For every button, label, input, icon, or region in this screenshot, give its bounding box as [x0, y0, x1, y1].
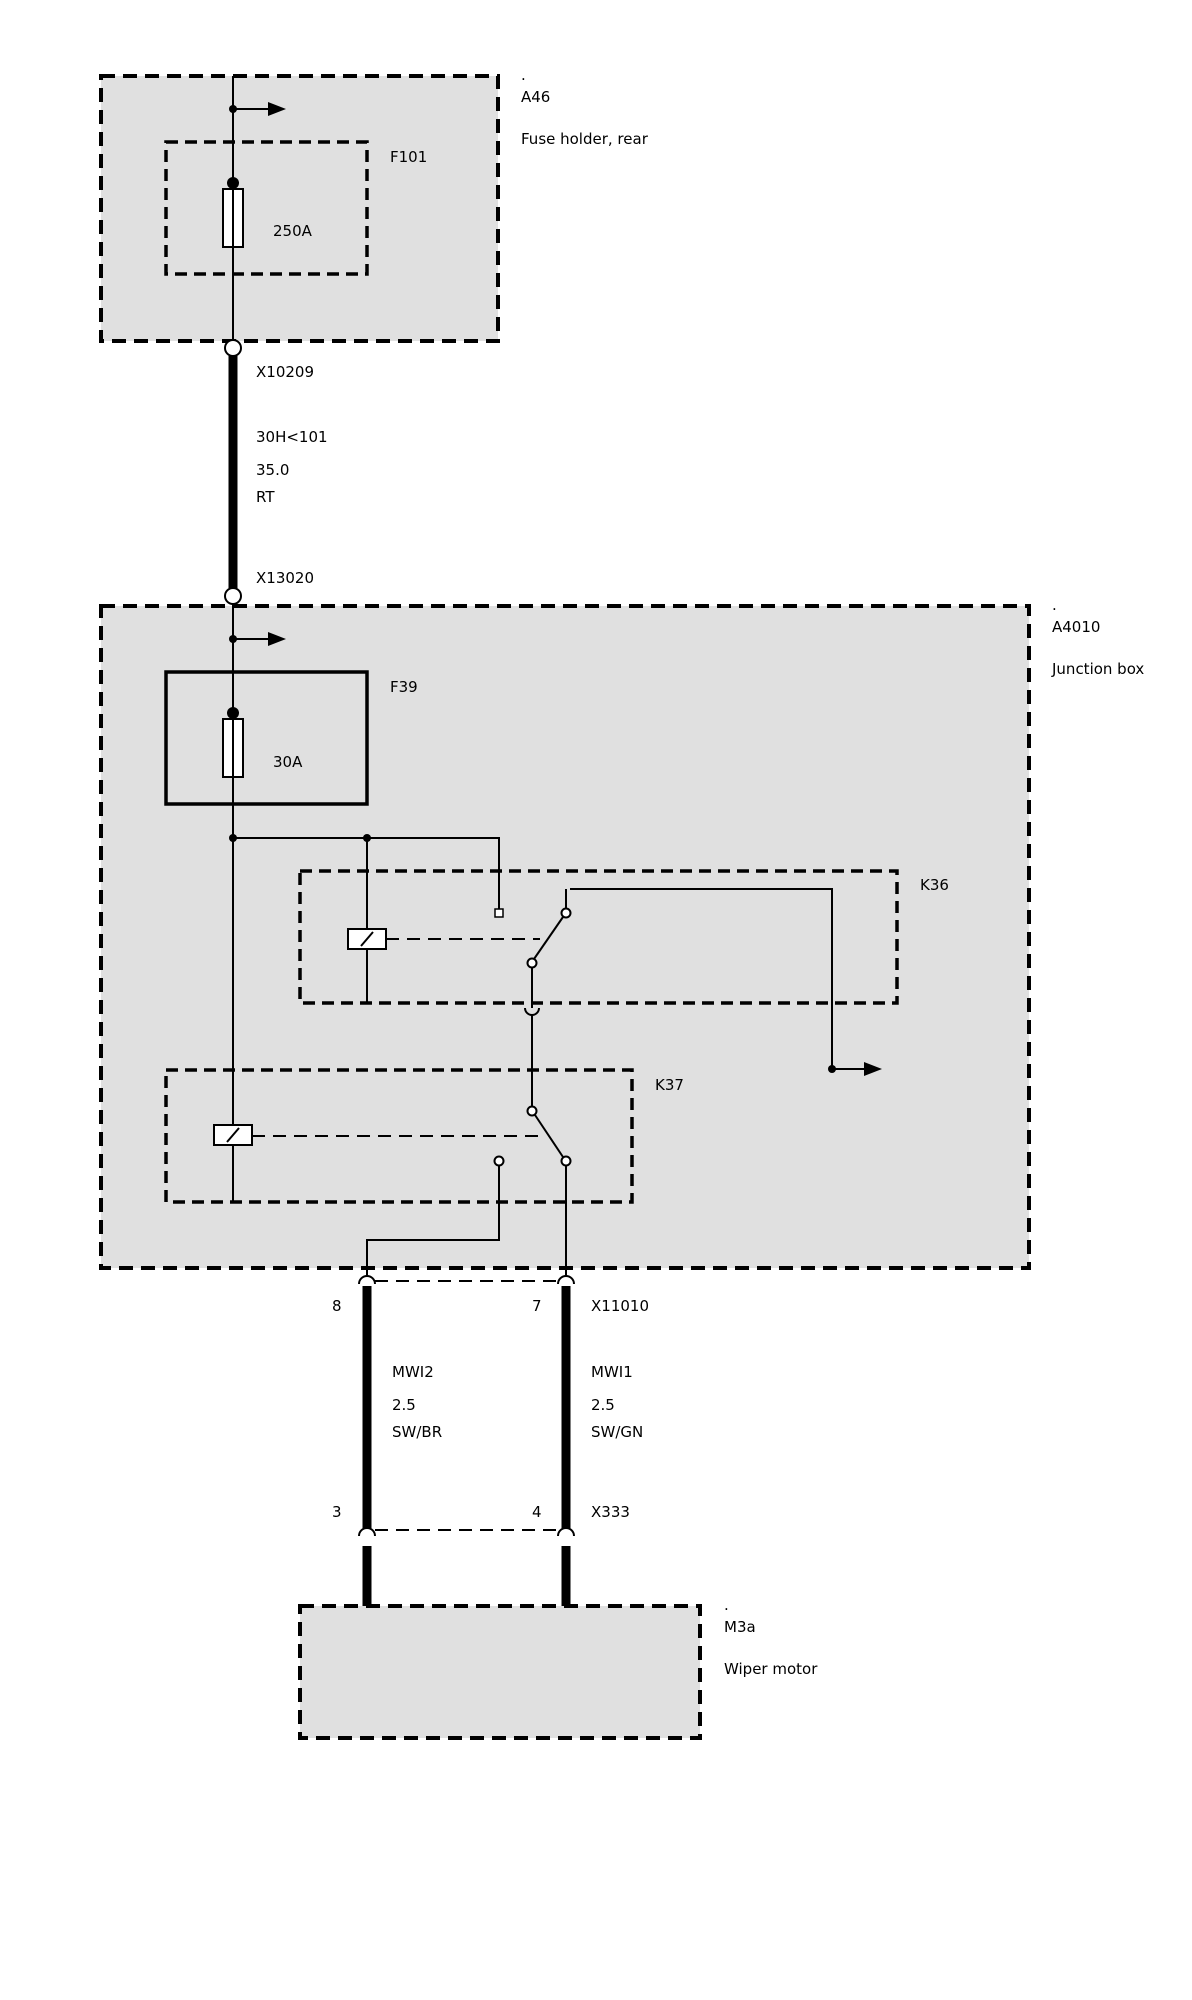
a4010-dot: . [1052, 596, 1057, 614]
k36-ref: K36 [920, 876, 949, 894]
k37-relay-box [164, 1068, 634, 1204]
f39-box [164, 670, 369, 806]
a4010-desc: Junction box [1051, 660, 1144, 678]
mwi1-gauge: 2.5 [591, 1396, 615, 1414]
x333-pin4: 4 [532, 1503, 542, 1521]
wiper-motor-box [298, 1604, 702, 1740]
x333-pin4-socket [557, 1527, 575, 1537]
k37-coil-slash [226, 1127, 240, 1143]
k37-ref: K37 [655, 1076, 684, 1094]
x13020-label: X13020 [256, 569, 314, 587]
k37-switch-blade [534, 1114, 564, 1158]
k37-nc-output-wire [366, 1166, 500, 1270]
k36-coil-slash [360, 931, 374, 947]
k36-common-contact [526, 957, 538, 969]
mwi2-gauge: 2.5 [392, 1396, 416, 1414]
x333-label: X333 [591, 1503, 630, 1521]
k36-continuation-arrow [864, 1062, 882, 1076]
x333-pin3-socket [358, 1527, 376, 1537]
k36-switch-blade [533, 916, 564, 960]
main-cable-color: RT [256, 488, 275, 506]
f101-box [164, 140, 369, 276]
main-cable-circuit: 30H<101 [256, 428, 328, 446]
m3a-ref: M3a [724, 1618, 756, 1636]
a4010-ref: A4010 [1052, 618, 1100, 636]
mwi2-color: SW/BR [392, 1423, 442, 1441]
a46-desc: Fuse holder, rear [521, 130, 649, 148]
f39-top-dot [227, 707, 239, 719]
x11010-pin8-socket [358, 1275, 376, 1285]
k37-common-contact [526, 1105, 538, 1117]
x11010-label: X11010 [591, 1297, 649, 1315]
k36-no-contact [560, 907, 572, 919]
x10209-connector [224, 339, 242, 357]
k36-feed-wire [233, 837, 500, 912]
x11010-pin7: 7 [532, 1297, 542, 1315]
x11010-pin8: 8 [332, 1297, 342, 1315]
f101-rating: 250A [273, 222, 313, 240]
k37-no-contact [560, 1155, 572, 1167]
x10209-label: X10209 [256, 363, 314, 381]
f101-ref: F101 [390, 148, 427, 166]
m3a-dot: . [724, 1596, 729, 1614]
k36-nc-contact [494, 908, 504, 918]
k36-output-wire [570, 888, 833, 1069]
f39-ref: F39 [390, 678, 418, 696]
k37-nc-contact [493, 1155, 505, 1167]
fuse-holder-rear-box [99, 74, 500, 343]
a46-dot: . [521, 66, 526, 84]
mwi2-circuit: MWI2 [392, 1363, 434, 1381]
a46-ref: A46 [521, 88, 550, 106]
mwi1-circuit: MWI1 [591, 1363, 633, 1381]
k36-relay-box [298, 869, 899, 1005]
main-cable-gauge: 35.0 [256, 461, 289, 479]
junction-continuation-arrow [268, 632, 286, 646]
x13020-connector [224, 587, 242, 605]
x333-pin3: 3 [332, 1503, 342, 1521]
m3a-desc: Wiper motor [724, 1660, 818, 1678]
mwi1-color: SW/GN [591, 1423, 643, 1441]
f39-rating: 30A [273, 753, 303, 771]
x11010-pin7-socket [557, 1275, 575, 1285]
f101-top-dot [227, 177, 239, 189]
a46-continuation-arrow [268, 102, 286, 116]
